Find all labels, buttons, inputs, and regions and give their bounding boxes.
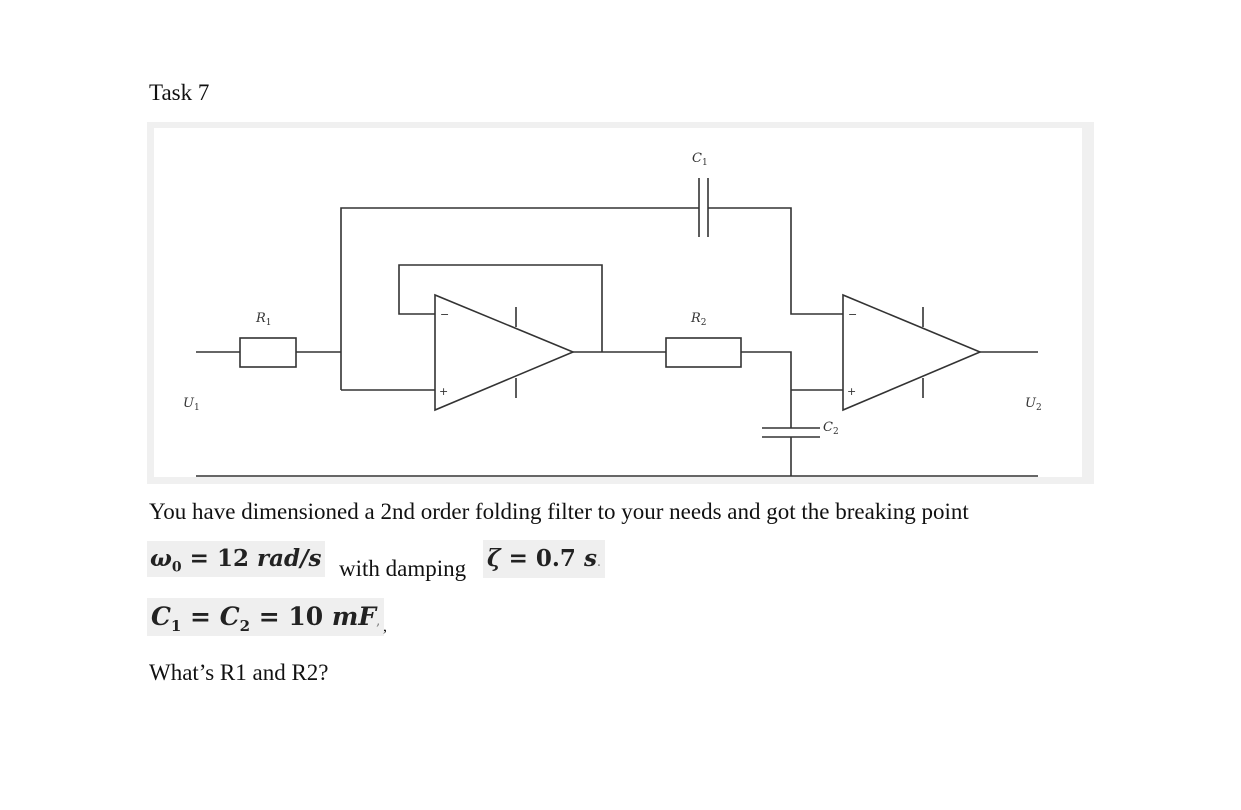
label-c1: C1 bbox=[692, 151, 708, 168]
capacitance-equation: C1 = C2 = 10 mF, bbox=[147, 598, 385, 636]
resistor-r1 bbox=[239, 337, 297, 368]
omega-symbol: ω bbox=[150, 545, 172, 572]
cap-c2-symbol: C bbox=[219, 602, 240, 631]
cap-equals: = bbox=[181, 602, 220, 631]
trailing-comma: , bbox=[383, 618, 387, 635]
opamp-2-plus: + bbox=[847, 385, 856, 398]
wire-c1-right bbox=[708, 207, 843, 315]
zeta-unit: s bbox=[583, 545, 597, 572]
zeta-dot: . bbox=[596, 555, 602, 570]
wire-r2-c2 bbox=[741, 351, 792, 428]
opamp-2 bbox=[842, 293, 983, 412]
question-text: What’s R1 and R2? bbox=[149, 660, 329, 685]
cap-c1-symbol: C bbox=[151, 602, 171, 631]
wire-c1-feedback-left bbox=[340, 207, 699, 390]
omega-subscript: 0 bbox=[171, 559, 182, 576]
cap-c2-subscript: 2 bbox=[239, 617, 251, 635]
cap-value: = 10 bbox=[250, 602, 332, 631]
opamp-1-feedback bbox=[398, 264, 603, 352]
task-title: Task 7 bbox=[149, 80, 210, 105]
zeta-equation: ζ = 0.7 s. bbox=[483, 540, 606, 578]
label-u1: U1 bbox=[183, 396, 200, 413]
opamp-2-minus: − bbox=[848, 308, 857, 321]
opamp-1-minus: − bbox=[440, 308, 449, 321]
zeta-value: = 0.7 bbox=[500, 545, 584, 572]
label-r2: R2 bbox=[690, 311, 707, 328]
label-u2: U2 bbox=[1025, 396, 1042, 413]
label-c2: C2 bbox=[823, 420, 839, 437]
opamp-1-plus: + bbox=[439, 385, 448, 398]
cap-trailing-comma: , bbox=[376, 614, 381, 629]
resistor-r2 bbox=[665, 337, 742, 368]
cap-c1-subscript: 1 bbox=[170, 617, 182, 635]
cap-unit: mF bbox=[331, 602, 377, 631]
circuit-figure bbox=[154, 128, 1082, 477]
opamp-1 bbox=[434, 293, 576, 412]
with-damping-text: with damping bbox=[339, 556, 467, 581]
zeta-symbol: ζ bbox=[487, 545, 501, 572]
problem-statement: You have dimensioned a 2nd order folding… bbox=[149, 499, 969, 524]
label-r1: R1 bbox=[255, 311, 272, 328]
omega-unit: rad/s bbox=[256, 545, 322, 572]
omega-equation: ω0 = 12 rad/s bbox=[147, 541, 326, 577]
omega-value: = 12 bbox=[181, 545, 257, 572]
